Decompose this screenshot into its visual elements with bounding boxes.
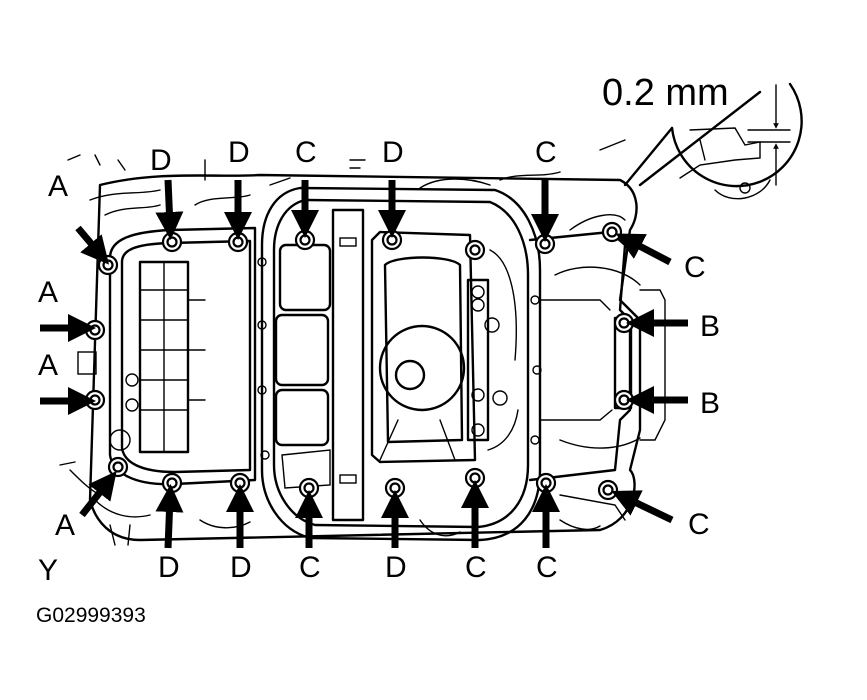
callout-letter-a-3: A bbox=[38, 349, 58, 382]
callout-letter-c-7: C bbox=[295, 136, 317, 169]
callout-letter-c-10: C bbox=[299, 551, 321, 584]
callout-letter-c-13: C bbox=[688, 508, 710, 541]
gap-dimension-label: 0.2 mm bbox=[602, 72, 729, 114]
callout-letter-a-4: A bbox=[55, 509, 75, 542]
arrow-a-4 bbox=[79, 471, 117, 518]
callout-letter-b-5: B bbox=[700, 310, 720, 343]
bolt-c-13 bbox=[597, 479, 619, 501]
bolt-d-18 bbox=[229, 472, 251, 494]
bolt-c-9 bbox=[601, 221, 623, 243]
bolt-c-10 bbox=[298, 477, 320, 499]
callout-letter-c-11: C bbox=[465, 551, 487, 584]
engine-block-outline bbox=[59, 139, 666, 546]
callout-letter-d-16: D bbox=[382, 136, 404, 169]
callout-letter-d-19: D bbox=[385, 551, 407, 584]
arrow-d-17 bbox=[155, 484, 184, 549]
bolt-d-19 bbox=[384, 477, 406, 499]
arrow-d-14 bbox=[155, 179, 184, 240]
bolt-d-17 bbox=[161, 472, 183, 494]
bolt-c-8 bbox=[534, 233, 556, 255]
callout-letter-b-6: B bbox=[700, 387, 720, 420]
bolt-d-15 bbox=[227, 231, 249, 253]
figure-code: G02999393 bbox=[36, 604, 146, 627]
bolt-d-16 bbox=[381, 229, 403, 251]
bolt-extra-1 bbox=[464, 239, 486, 261]
callout-letter-d-14: D bbox=[150, 144, 172, 177]
bolt-a-3 bbox=[84, 389, 106, 411]
bolt-a-4 bbox=[107, 456, 129, 478]
bolt-a-1 bbox=[97, 254, 119, 276]
callout-letter-d-17: D bbox=[158, 551, 180, 584]
corner-label: Y bbox=[38, 554, 58, 587]
bolt-d-14 bbox=[161, 231, 183, 253]
callout-letter-a-2: A bbox=[38, 276, 58, 309]
callout-letter-c-12: C bbox=[536, 551, 558, 584]
bolt-c-12 bbox=[535, 472, 557, 494]
bolt-b-5 bbox=[613, 312, 635, 334]
bolt-set bbox=[84, 221, 635, 501]
arrow-c-13 bbox=[611, 490, 674, 524]
callout-letter-d-15: D bbox=[228, 136, 250, 169]
arrow-a-1 bbox=[75, 225, 110, 265]
bolt-c-11 bbox=[464, 467, 486, 489]
callout-letter-c-9: C bbox=[684, 251, 706, 284]
bolt-a-2 bbox=[84, 319, 106, 341]
bolt-b-6 bbox=[613, 389, 635, 411]
callout-letter-a-1: A bbox=[48, 170, 68, 203]
callout-letter-d-18: D bbox=[230, 551, 252, 584]
callout-arrows bbox=[40, 179, 688, 549]
callout-letter-c-8: C bbox=[535, 136, 557, 169]
arrow-c-9 bbox=[615, 233, 672, 266]
bolt-c-7 bbox=[294, 229, 316, 251]
detail-magnifier bbox=[623, 82, 803, 200]
